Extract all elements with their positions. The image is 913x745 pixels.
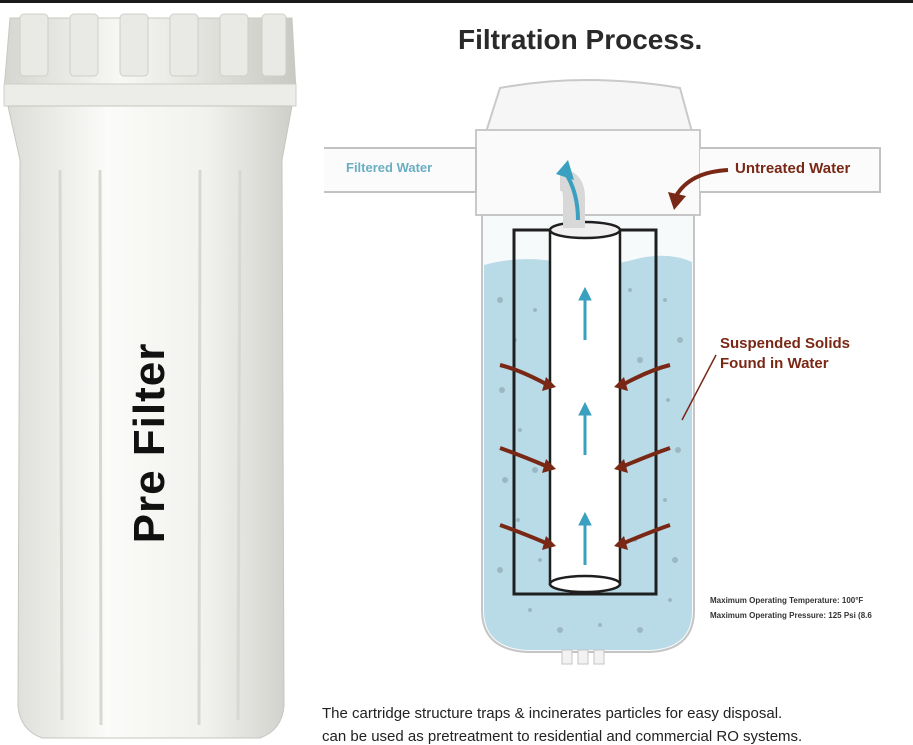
diagram-title: Filtration Process.: [458, 24, 703, 55]
upward-core-arrows: [578, 286, 592, 565]
diagram-housing: [324, 79, 881, 665]
untreated-flow-arrow: [668, 168, 729, 210]
filtered-water-label: Filtered Water: [346, 160, 433, 175]
caption-line-2: can be used as pretreatment to residenti…: [322, 728, 803, 745]
suspended-solids-label: Suspended Solids Found in Water: [720, 334, 910, 374]
inward-flow-arrows: [499, 363, 671, 545]
caption-line-1: The cartridge structure traps & incinera…: [322, 705, 783, 722]
max-pressure-spec: Maximum Operating Pressure: 125 Psi (8.6: [710, 611, 872, 620]
prefilter-housing: [3, 13, 297, 739]
untreated-water-label: Untreated Water: [735, 160, 851, 177]
solids-pointer-line: [681, 354, 717, 421]
max-temperature-spec: Maximum Operating Temperature: 100°F: [710, 596, 864, 605]
suspended-solids-line2: Found in Water: [720, 355, 829, 372]
suspended-solids-line1: Suspended Solids: [720, 335, 851, 352]
product-label-text: Pre Filter: [125, 342, 174, 544]
product-label: Pre Filter: [115, 325, 185, 561]
top-border: [0, 0, 913, 3]
filtered-flow-arrow: [556, 160, 580, 221]
